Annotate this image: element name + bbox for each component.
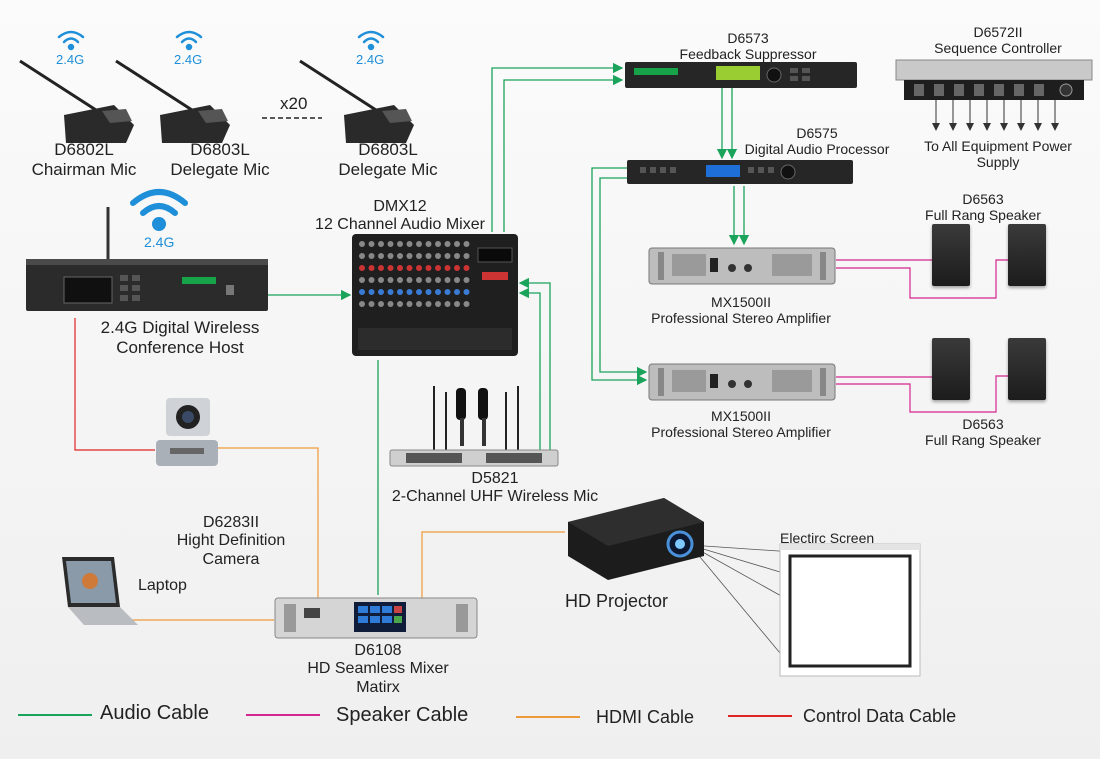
delegate-mic-label: D6803L Delegate Mic: [326, 140, 450, 179]
legend-hdmi-line: [516, 716, 580, 718]
matrix-model: D6108: [354, 642, 402, 659]
sequence-controller-device: [895, 59, 1093, 100]
matrix-line2: Matirx: [356, 678, 400, 696]
speaker-device: [932, 224, 970, 286]
sequencer-name: Sequence Controller: [934, 40, 1062, 57]
mic-count: x20: [280, 94, 308, 113]
delegate-mic-model: D6803L: [358, 140, 418, 159]
screen-label: Electirc Screen: [780, 530, 875, 546]
delegate-mic-model: D6803L: [190, 140, 250, 159]
delegate-mic-label: D6803L Delegate Mic: [158, 140, 282, 179]
matrix-line1: HD Seamless Mixer: [307, 660, 449, 678]
power-supply-label: To All Equipment Power Supply: [906, 138, 1090, 170]
power-line1: To All Equipment Power: [924, 138, 1072, 154]
uhf-receiver-device: [389, 386, 559, 467]
amplifier-label: MX1500II Professional Stereo Amplifier: [634, 408, 848, 440]
feedback-suppressor-label: D6573 Feedback Suppressor: [648, 30, 848, 62]
amplifier-device: [648, 247, 836, 285]
chairman-mic-name: Chairman Mic: [31, 159, 137, 179]
amp-name: Professional Stereo Amplifier: [651, 424, 831, 441]
projector-device: [568, 498, 704, 580]
speaker-model: D6563: [962, 416, 1004, 432]
amp-model: MX1500II: [711, 408, 771, 424]
legend-audio-label: Audio Cable: [100, 702, 209, 724]
delegate-mic-name: Delegate Mic: [338, 159, 438, 179]
speaker-name: Full Rang Speaker: [925, 432, 1041, 449]
speaker-label: D6563 Full Rang Speaker: [910, 416, 1056, 448]
conference-host-label: 2.4G Digital Wireless Conference Host: [80, 318, 280, 357]
chairman-mic-model: D6802L: [54, 140, 114, 159]
delegate-mic-name: Delegate Mic: [170, 159, 270, 179]
speaker-device: [932, 338, 970, 400]
speaker-device: [1008, 338, 1046, 400]
sequence-controller-label: D6572II Sequence Controller: [906, 24, 1090, 56]
speaker-model: D6563: [962, 191, 1004, 207]
processor-model: D6575: [796, 125, 838, 141]
processor-name: Digital Audio Processor: [744, 141, 890, 158]
wifi-icon: [175, 30, 203, 51]
legend-speaker-label: Speaker Cable: [336, 704, 469, 726]
audio-cables: [267, 62, 750, 595]
camera-line2: Camera: [202, 550, 260, 568]
wifi-icon: [57, 30, 85, 51]
hdmi-cables: [122, 447, 565, 621]
sequencer-model: D6572II: [973, 24, 1023, 40]
delegate-mic-device: [115, 59, 230, 143]
chairman-mic-device: [19, 59, 134, 143]
laptop-label: Laptop: [138, 577, 187, 594]
amplifier-device: [648, 363, 836, 401]
speaker-name: Full Rang Speaker: [925, 207, 1041, 224]
wifi-label: 2.4G: [356, 52, 385, 67]
camera-device: [156, 398, 218, 466]
conference-host-device: [26, 207, 268, 311]
uhf-name: 2-Channel UHF Wireless Mic: [391, 488, 599, 506]
mic-count-dashes: [262, 117, 322, 119]
audio-processor-label: D6575 Digital Audio Processor: [734, 125, 900, 157]
wifi-icon: [130, 189, 188, 231]
camera-line1: Hight Definition: [176, 532, 286, 550]
legend-control-label: Control Data Cable: [803, 706, 957, 726]
audio-mixer-device: [352, 234, 518, 356]
laptop-device: [62, 557, 138, 625]
audio-processor-device: [627, 160, 853, 184]
wifi-label: 2.4G: [144, 234, 175, 250]
speaker-cables: [836, 259, 1008, 413]
mixer-label: DMX12 12 Channel Audio Mixer: [300, 198, 500, 235]
delegate-mic-device: [299, 59, 414, 143]
feedback-name: Feedback Suppressor: [679, 46, 817, 63]
camera-label: D6283II Hight Definition Camera: [148, 514, 314, 569]
wifi-icon: [357, 30, 385, 51]
projection-screen: [779, 543, 921, 677]
control-cables: [74, 318, 155, 451]
camera-model: D6283II: [202, 514, 260, 531]
legend-audio-line: [18, 714, 92, 716]
projector-label: HD Projector: [565, 591, 669, 611]
speaker-device: [1008, 224, 1046, 286]
hd-matrix-device: [274, 597, 478, 639]
host-line1: 2.4G Digital Wireless: [100, 318, 260, 337]
power-line2: Supply: [976, 154, 1020, 171]
amplifier-label: MX1500II Professional Stereo Amplifier: [634, 294, 848, 326]
amp-model: MX1500II: [711, 294, 771, 310]
mixer-model: DMX12: [373, 198, 427, 215]
speaker-label: D6563 Full Rang Speaker: [910, 191, 1056, 223]
feedback-model: D6573: [727, 30, 769, 46]
wifi-label: 2.4G: [56, 52, 85, 67]
feedback-suppressor-device: [625, 62, 857, 88]
wifi-label: 2.4G: [174, 52, 203, 67]
legend-hdmi-label: HDMI Cable: [596, 707, 695, 727]
uhf-model: D5821: [471, 470, 519, 487]
mixer-name: 12 Channel Audio Mixer: [315, 216, 485, 234]
hd-matrix-label: D6108 HD Seamless Mixer Matirx: [278, 642, 478, 697]
host-line2: Conference Host: [116, 337, 244, 357]
amp-name: Professional Stereo Amplifier: [651, 310, 831, 327]
uhf-label: D5821 2-Channel UHF Wireless Mic: [380, 470, 610, 507]
chairman-mic-label: D6802L Chairman Mic: [22, 140, 146, 179]
legend-control-line: [728, 715, 792, 717]
power-arrows: [932, 100, 1059, 131]
legend-speaker-line: [246, 714, 320, 716]
